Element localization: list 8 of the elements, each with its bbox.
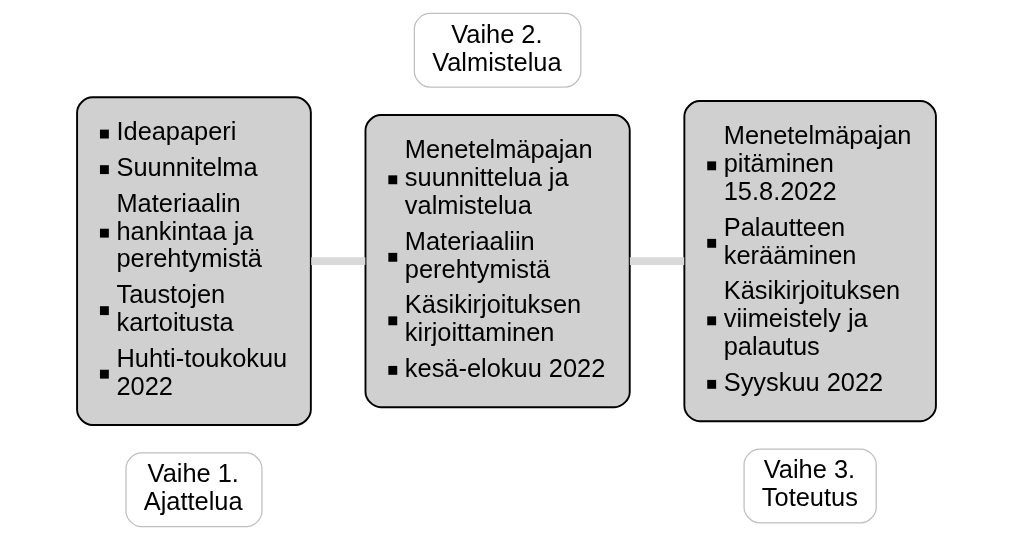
node-box: Menetelmäpajan suunnittelua ja valmistelua Materiaaliin perehtymistä Käsikirjoituksen kirjoittaminen kesä-elokuu 2022 bbox=[364, 114, 631, 409]
node-box: Vaihe 3. Toteutus bbox=[743, 448, 877, 524]
node-box: Ideapaperi Suunnitelma Materiaalin hankintaa ja perehtymistä Taustojen kartoitusta Huhti-toukokuu 2022 bbox=[76, 96, 312, 426]
node-box: Vaihe 1. Ajattelua bbox=[125, 452, 263, 528]
connector bbox=[311, 257, 366, 265]
connector bbox=[629, 257, 685, 265]
node-box: Vaihe 2. Valmistelua bbox=[413, 12, 582, 88]
node-box: Menetelmäpajan pitäminen 15.8.2022 Palautteen kerääminen Käsikirjoituksen viimeistely ja palautus Syyskuu 2022 bbox=[683, 100, 937, 423]
